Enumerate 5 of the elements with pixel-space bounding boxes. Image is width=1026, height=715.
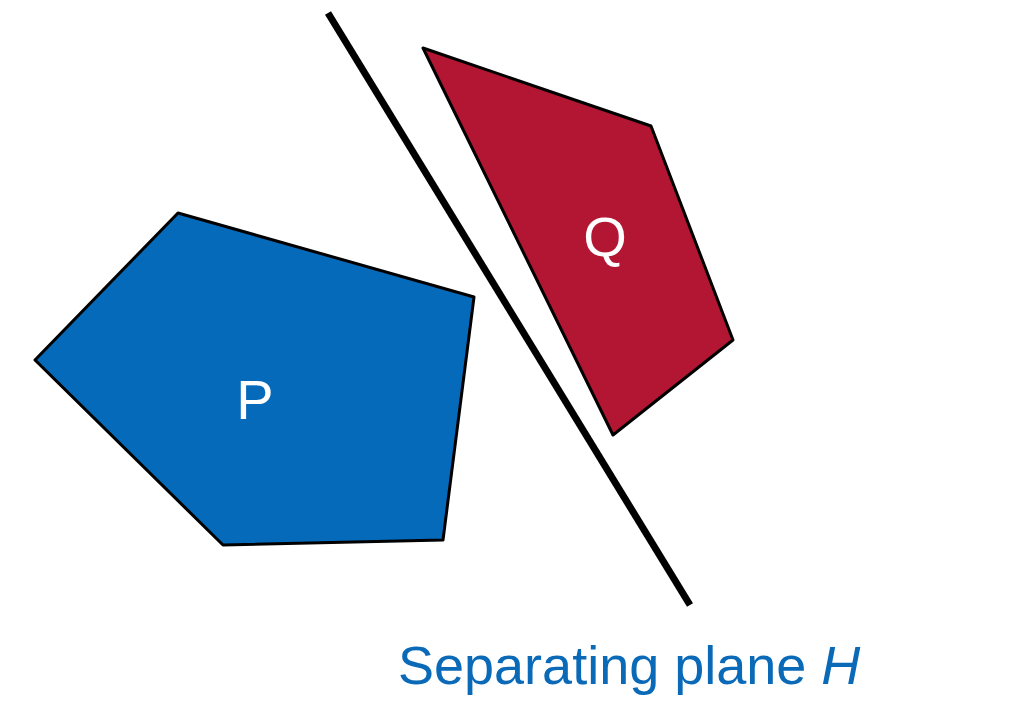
- shape-label: Q: [583, 209, 627, 265]
- shape-label: P: [236, 372, 274, 428]
- pentagon-shape: [35, 213, 474, 545]
- caption-text: Separating plane H: [398, 636, 861, 696]
- quadrilateral-shape: [423, 48, 733, 435]
